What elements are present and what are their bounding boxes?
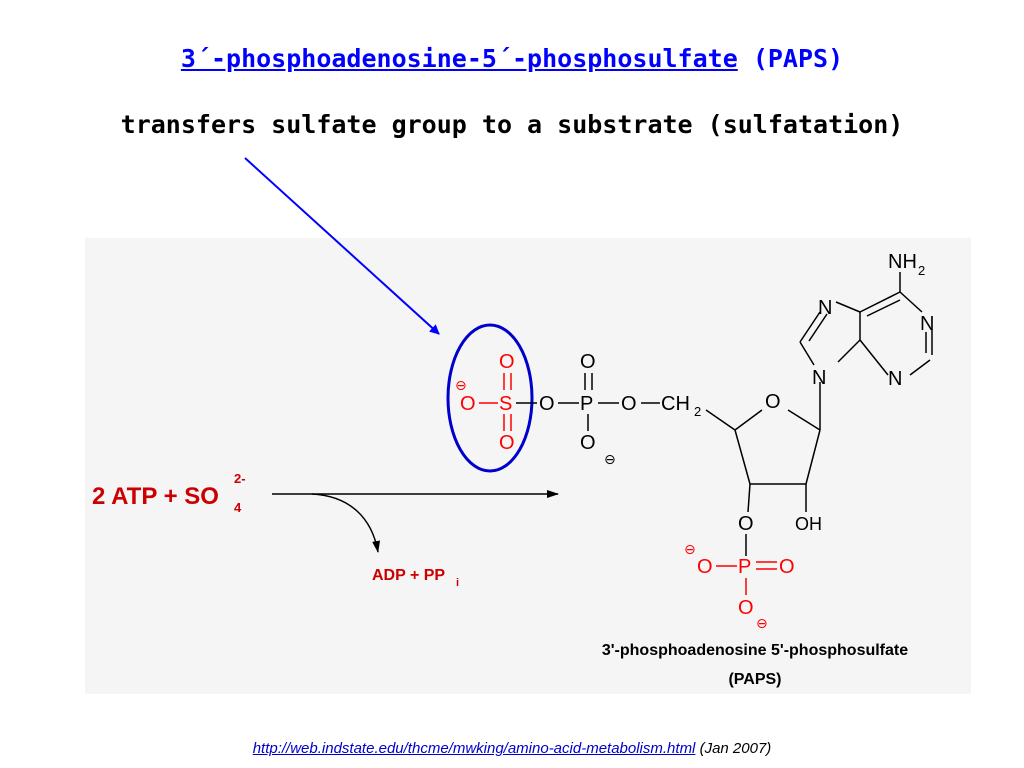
n1: N	[920, 313, 934, 335]
phosphate3-o-right: O	[779, 556, 795, 578]
amino-group: NH	[888, 251, 917, 273]
ribose-ring	[705, 382, 821, 513]
phosphate-o-bottom: O	[580, 432, 596, 454]
phosphate-5-group: O P O O ⊖ O CH 2	[539, 351, 701, 467]
diagram-panel	[85, 238, 971, 694]
byproduct-label: ADP + PP	[372, 567, 445, 584]
pointer-arrow	[244, 157, 440, 335]
phosphorus-5: P	[580, 393, 593, 415]
page-subtitle: transfers sulfate group to a substrate (…	[120, 110, 904, 139]
source-citation: http://web.indstate.edu/thcme/mwking/ami…	[0, 740, 1024, 757]
sulfur-atom: S	[499, 393, 512, 415]
ester-o: O	[621, 393, 637, 415]
paps-abbreviation: (PAPS)	[752, 44, 844, 73]
paps-link[interactable]: 3´-phosphoadenosine-5´-phosphosulfate	[180, 44, 738, 73]
minus-charge: ⊖	[455, 377, 467, 393]
sulfate-o-top: O	[499, 351, 515, 373]
bridge-o: O	[539, 393, 555, 415]
n3: N	[888, 368, 902, 390]
so4-subscript: 4	[234, 500, 242, 515]
phosphate3-o-bottom: O	[738, 597, 754, 619]
n7: N	[818, 297, 832, 319]
sulfate-group: ⊖ O S O O	[455, 351, 537, 454]
source-date: (Jan 2007)	[699, 740, 772, 757]
amino-subscript: 2	[918, 263, 925, 278]
hydroxyl-2: OH	[795, 514, 822, 534]
ch2-subscript: 2	[694, 404, 701, 419]
byproduct-arrow	[311, 493, 381, 553]
sulfate-o-left: O	[460, 393, 476, 415]
ring-o: O	[765, 391, 781, 413]
ester-o-3: O	[738, 513, 754, 535]
sulfate-highlight-ellipse	[446, 323, 534, 473]
source-link[interactable]: http://web.indstate.edu/thcme/mwking/ami…	[252, 740, 696, 757]
phosphate-3-group: ⊖ O P O O ⊖	[684, 541, 795, 631]
so4-superscript: 2-	[234, 471, 246, 486]
minus-charge: ⊖	[604, 451, 616, 467]
ch2-group: CH	[661, 393, 690, 415]
minus-charge: ⊖	[684, 541, 696, 557]
n9: N	[812, 367, 826, 389]
sulfate-o-bottom: O	[499, 432, 515, 454]
compound-abbr: (PAPS)	[728, 671, 781, 688]
byproduct-subscript: i	[456, 577, 459, 589]
adenine-base	[799, 272, 933, 376]
page-title: 3´-phosphoadenosine-5´-phosphosulfate (P…	[0, 44, 1024, 73]
phosphorus-3: P	[738, 556, 751, 578]
reactants-label: 2 ATP + SO	[92, 483, 219, 510]
compound-name: 3'-phosphoadenosine 5'-phosphosulfate	[602, 642, 908, 659]
phosphate-o-top: O	[580, 351, 596, 373]
minus-charge: ⊖	[756, 615, 768, 631]
phosphate3-o-left: O	[697, 556, 713, 578]
